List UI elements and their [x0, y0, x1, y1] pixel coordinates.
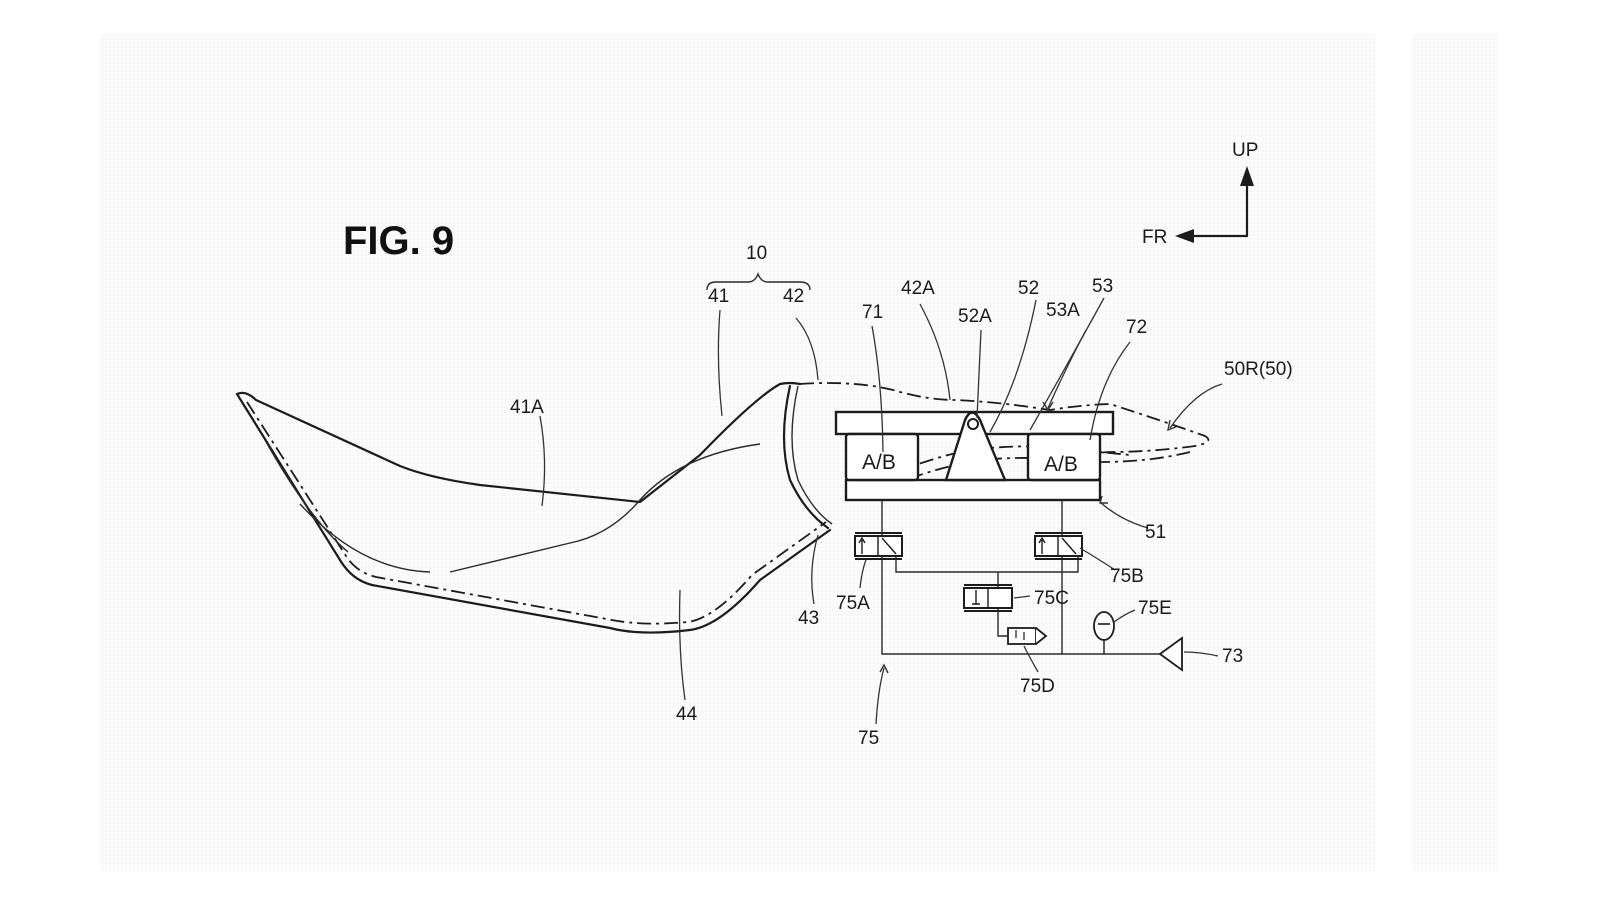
- label-75e: 75E: [1138, 598, 1172, 619]
- air-bag-front-text: A/B: [862, 451, 896, 474]
- up-label: UP: [1232, 140, 1258, 161]
- seat-divider-outer: [782, 384, 830, 530]
- pneumatic-circuit: [854, 500, 1183, 672]
- label-42a: 42A: [901, 278, 935, 299]
- label-71: 71: [862, 302, 883, 323]
- label-75c: 75C: [1034, 588, 1069, 609]
- front-label: FR: [1142, 227, 1167, 248]
- direction-indicator: UP FR: [1142, 140, 1258, 248]
- seat-divider-inner: [791, 385, 833, 525]
- arrow-51-icon: [1099, 495, 1108, 504]
- arrow-50r-icon: [1167, 419, 1179, 432]
- seat-inner-curve: [264, 439, 349, 553]
- figure-title: FIG. 9: [343, 219, 454, 263]
- valve-75b-icon: [1034, 532, 1083, 560]
- label-75b: 75B: [1110, 566, 1144, 587]
- front-seat-top-outline: [235, 381, 802, 504]
- valve-75a-icon: [854, 532, 903, 560]
- seat-bottom-outline: [235, 392, 832, 634]
- label-43: 43: [798, 608, 819, 629]
- silencer-75d-icon: [1007, 627, 1048, 645]
- air-source-icon: [1158, 636, 1183, 672]
- base-plate: [844, 478, 1102, 502]
- label-53a: 53A: [1046, 300, 1080, 321]
- drawing-sheet-edge: [1412, 33, 1498, 871]
- label-10: 10: [746, 243, 767, 264]
- hinge-pin-icon: [967, 418, 979, 430]
- air-bag-rear: [1026, 432, 1102, 482]
- label-73: 73: [1222, 646, 1243, 667]
- label-75: 75: [858, 728, 879, 749]
- drawing-sheet: [100, 33, 1375, 871]
- front-seat-pad-line: [299, 443, 761, 573]
- label-52: 52: [1018, 278, 1039, 299]
- valve-c-to-silencer: [997, 608, 1008, 637]
- seat-inner-line: [246, 401, 827, 625]
- label-72: 72: [1126, 317, 1147, 338]
- valve-75c-icon: [963, 584, 1013, 612]
- accumulator-75e-icon: [1093, 611, 1115, 654]
- exhaust-line: [895, 556, 1079, 573]
- seat-brace: [706, 272, 811, 291]
- arrow-75-icon: [879, 663, 889, 674]
- lift-mechanism: A/B A/B: [834, 410, 1115, 502]
- hinge-bracket: [944, 411, 1007, 482]
- label-50r: 50R(50): [1224, 359, 1293, 380]
- leader-lines: [539, 297, 1223, 725]
- label-41a: 41A: [510, 397, 544, 418]
- air-bag-rear-text: A/B: [1044, 453, 1078, 476]
- arrow-53-icon: [1042, 401, 1054, 412]
- label-44: 44: [676, 704, 698, 725]
- up-arrow-icon: [1240, 166, 1254, 186]
- label-53: 53: [1092, 276, 1113, 297]
- label-42: 42: [783, 286, 804, 307]
- label-75a: 75A: [836, 593, 870, 614]
- label-51: 51: [1145, 522, 1166, 543]
- rear-seat-outline: [799, 382, 1210, 455]
- front-arrow-icon: [1175, 229, 1194, 243]
- label-52a: 52A: [958, 306, 992, 327]
- label-75d: 75D: [1020, 676, 1055, 697]
- label-41: 41: [708, 286, 729, 307]
